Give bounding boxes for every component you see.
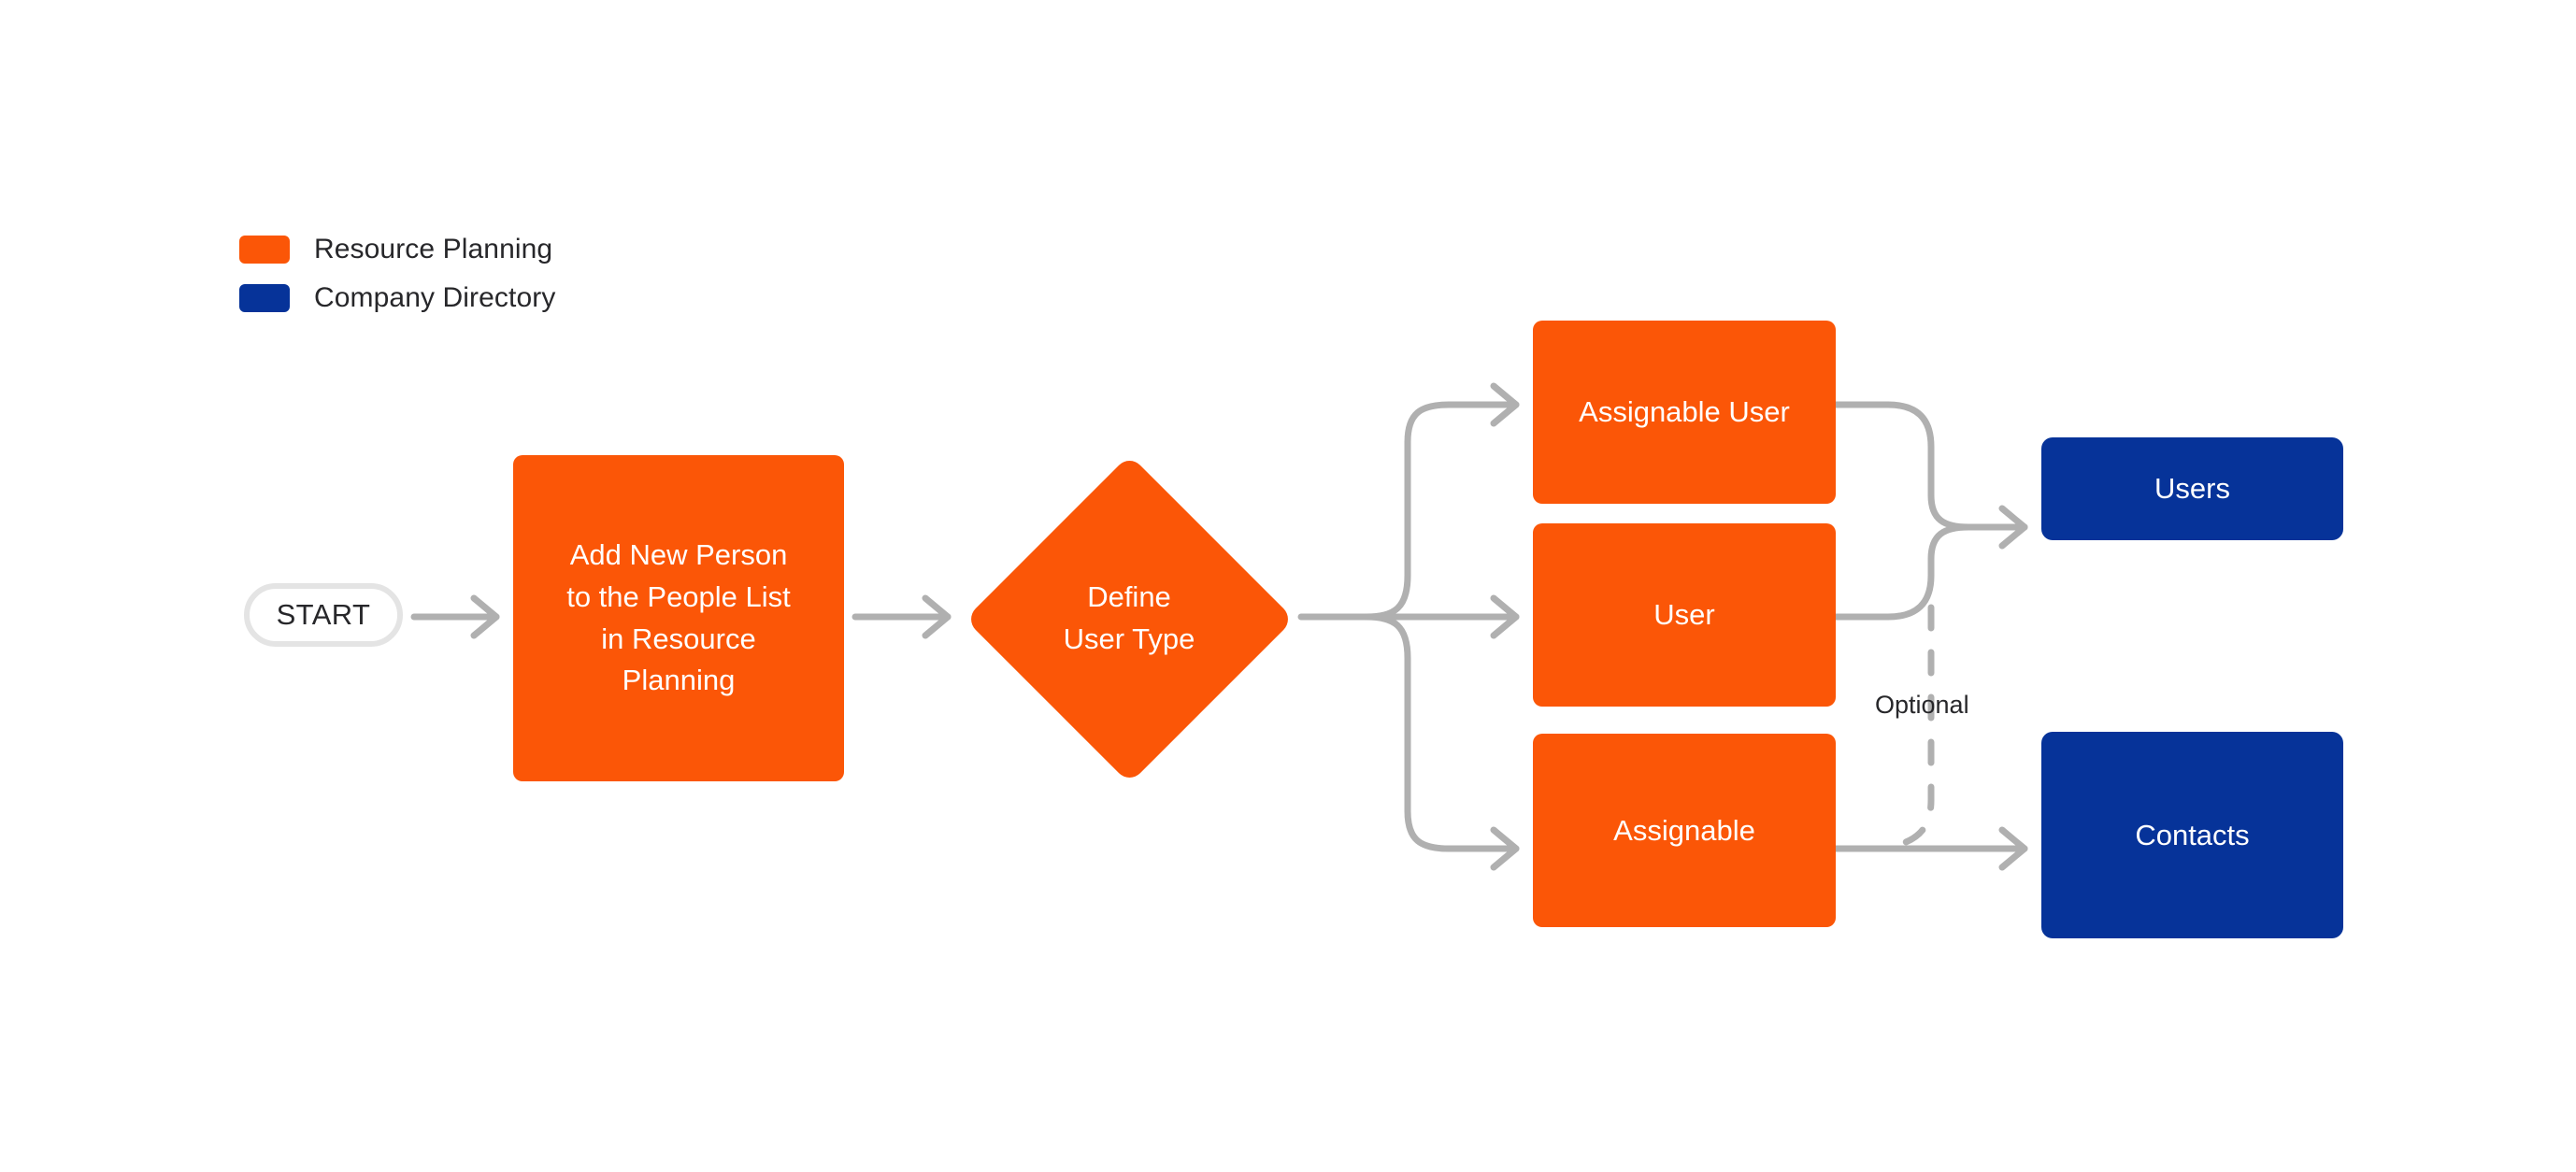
legend-item-resource-planning: Resource Planning	[239, 236, 555, 264]
node-add-new-person[interactable]: Add New Person to the People List in Res…	[513, 455, 844, 781]
node-define-user-type[interactable]: Define User Type	[964, 453, 1295, 784]
legend-swatch-company-directory	[239, 284, 290, 312]
node-assignable-user[interactable]: Assignable User	[1533, 321, 1836, 504]
node-define-user-type-label: Define User Type	[1063, 580, 1195, 655]
node-assignable[interactable]: Assignable	[1533, 734, 1836, 927]
node-users[interactable]: Users	[2041, 437, 2343, 540]
arrowhead-hub-to-user	[1490, 594, 1520, 639]
node-contacts[interactable]: Contacts	[2041, 732, 2343, 938]
node-start[interactable]: START	[244, 583, 403, 647]
edge-optional-users-to-contacts	[1886, 604, 1935, 850]
legend: Resource Planning Company Directory	[239, 236, 555, 312]
node-assignable-user-label: Assignable User	[1579, 395, 1790, 429]
arrowhead-start-to-process	[470, 594, 500, 639]
legend-item-company-directory: Company Directory	[239, 284, 555, 312]
node-start-label: START	[276, 598, 371, 631]
arrowhead-hub-to-assignable	[1490, 826, 1520, 871]
edge-hub-to-assignable-user	[1363, 401, 1520, 621]
node-add-new-person-label: Add New Person to the People List in Res…	[566, 537, 791, 697]
arrowhead-hub-to-assignable-user	[1490, 382, 1520, 427]
arrowhead-into-contacts	[1998, 826, 2028, 871]
edge-assignable-user-to-users	[1832, 401, 2028, 531]
node-user-label: User	[1653, 598, 1715, 632]
legend-swatch-resource-planning	[239, 236, 290, 264]
arrowhead-process-to-decision	[922, 594, 952, 639]
legend-label-resource-planning: Resource Planning	[314, 234, 553, 264]
node-users-label: Users	[2154, 472, 2230, 506]
edge-label-optional: Optional	[1875, 691, 1969, 719]
node-contacts-label: Contacts	[2135, 818, 2250, 851]
edge-user-to-users	[1832, 523, 2028, 621]
node-assignable-label: Assignable	[1613, 813, 1755, 847]
arrowhead-into-users	[1998, 505, 2028, 550]
edge-hub-to-assignable	[1363, 613, 1520, 852]
legend-label-company-directory: Company Directory	[314, 282, 556, 313]
node-user[interactable]: User	[1533, 523, 1836, 707]
